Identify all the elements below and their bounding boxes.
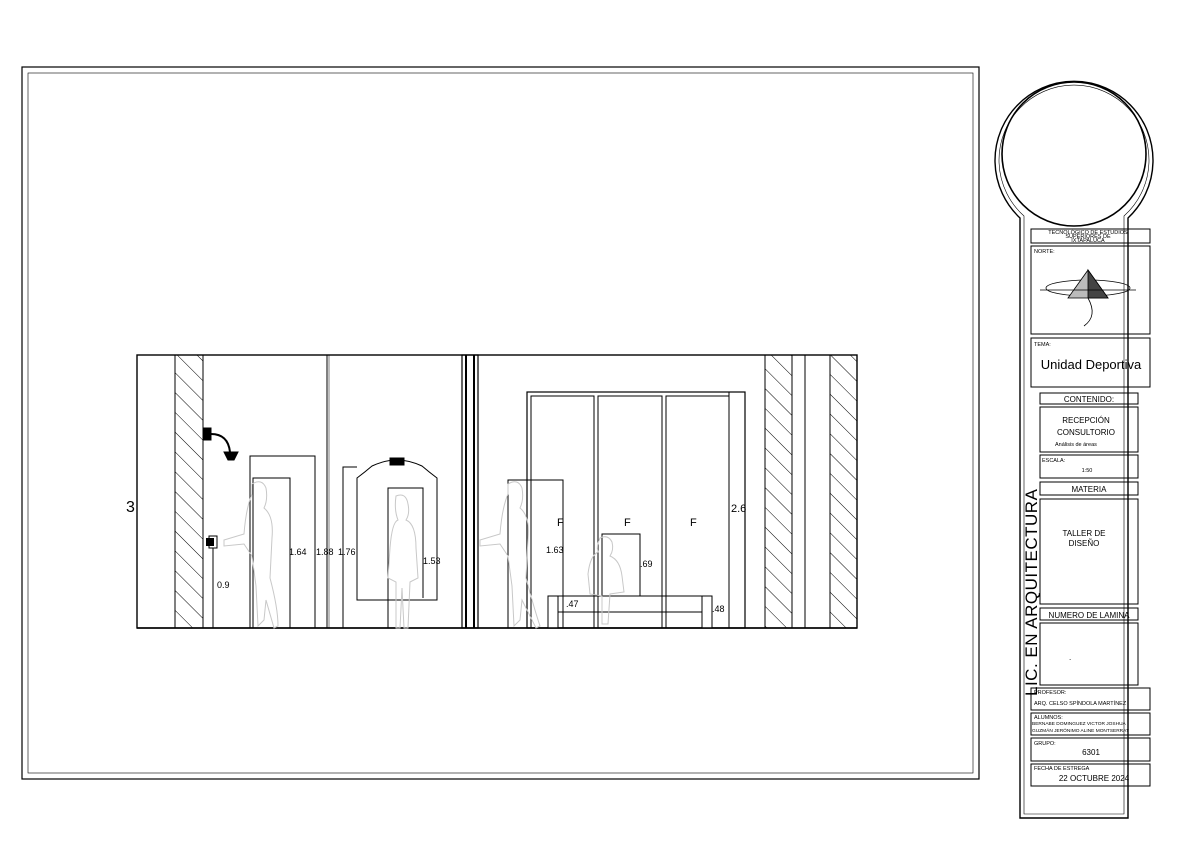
profesor-box — [1030, 687, 1151, 711]
section-mark: 3 — [126, 499, 135, 516]
fecha-box — [1030, 763, 1151, 787]
human-figures — [223, 481, 625, 629]
institution-line-1: TECNOLÓGICO DE ESTUDIOS — [1048, 229, 1128, 236]
sheet-inner-border — [27, 72, 974, 774]
lamina-value: . — [1069, 653, 1071, 662]
figure-seated — [587, 536, 625, 625]
contenido-line-2: CONSULTORIO — [1057, 428, 1115, 437]
title-block-outline — [994, 80, 1154, 819]
cabinet-outer — [526, 391, 746, 629]
materia-label-box — [1039, 481, 1139, 496]
door-frame-1-inner — [252, 477, 291, 628]
logo-circle — [1001, 81, 1147, 227]
grupo-label: GRUPO: — [1034, 741, 1056, 747]
shower-icon — [202, 427, 239, 461]
panel-tag: F — [557, 517, 564, 529]
dim-label: .69 — [640, 559, 653, 569]
section-elevation — [136, 354, 858, 629]
profesor-label: PROFESOR: — [1034, 690, 1067, 696]
fecha-value: 22 OCTUBRE 2024 — [1059, 774, 1130, 783]
institution-line-3: IXTAPALUCA — [1071, 238, 1105, 244]
sink-fixture-icon — [206, 538, 214, 546]
tema-value: Unidad Deportiva — [1041, 357, 1142, 372]
escala-box — [1039, 454, 1139, 479]
tema-box — [1030, 337, 1151, 388]
mirror-frame — [356, 459, 438, 601]
contenido-sub: Análisis de áreas — [1055, 442, 1097, 448]
dim-label: .48 — [712, 604, 725, 614]
escala-value: 1:50 — [1082, 468, 1093, 474]
dim-label: 1.64 — [289, 547, 307, 557]
wall-hatch-right-1 — [764, 354, 793, 629]
door-frame-1 — [249, 455, 316, 628]
institution-line-2: SUPERIORES DE — [1065, 234, 1111, 240]
alumnos-line-1: BERNABE DOMINGUEZ VICTOR JOSHUA — [1032, 721, 1127, 727]
escala-label: ESCALA: — [1042, 458, 1066, 464]
north-label: NORTE: — [1034, 249, 1055, 255]
title-block-outline-inner — [998, 84, 1150, 815]
panel-tag: F — [690, 517, 697, 529]
contenido-line-1: RECEPCIÓN — [1062, 416, 1110, 425]
column-double — [461, 354, 479, 629]
cabinet-panel-2 — [597, 395, 663, 629]
figure-man-left — [223, 481, 279, 629]
dim-label: 2.6 — [731, 503, 746, 515]
contenido-label: CONTENIDO: — [1064, 395, 1114, 404]
north-box — [1030, 245, 1151, 335]
dim-label: .47 — [566, 599, 579, 609]
lamina-box — [1039, 622, 1139, 686]
grupo-box — [1030, 737, 1151, 762]
bench-leg-right — [701, 595, 713, 629]
institution-box — [1030, 228, 1151, 244]
wall-hatch-left — [174, 354, 204, 629]
tema-label: TEMA: — [1034, 342, 1051, 348]
chair-back-frame — [601, 533, 641, 596]
wall-hatch-right-2 — [829, 354, 858, 629]
fecha-label: FECHA DE ESTREGA — [1034, 766, 1090, 772]
profesor-value: ARQ. CELSO SPÍNDOLA MARTÍNEZ — [1034, 700, 1127, 707]
door-frame-2 — [342, 466, 357, 628]
section-frame — [136, 354, 858, 629]
alumnos-box — [1030, 712, 1151, 736]
dim-label: 1.63 — [546, 545, 564, 555]
grupo-value: 6301 — [1082, 748, 1100, 757]
alumnos-label: ALUMNOS: — [1034, 715, 1063, 721]
lamina-label: NUMERO DE LAMINA — [1049, 611, 1131, 620]
north-arrow-icon — [1040, 268, 1136, 327]
figure-woman — [387, 494, 419, 629]
door-frame-4 — [507, 479, 564, 628]
door-frame-3 — [387, 487, 424, 628]
materia-line-2: DISEÑO — [1069, 539, 1100, 548]
dim-label: 0.9 — [217, 580, 230, 590]
title-block — [994, 80, 1154, 819]
sheet-outer-border — [21, 66, 980, 780]
cabinet-panel-3 — [665, 395, 730, 629]
materia-box — [1039, 498, 1139, 605]
lamp-icon — [389, 457, 405, 466]
career-vertical-label: LIC. EN ARQUITECTURA — [1022, 488, 1041, 696]
contenido-box — [1039, 406, 1139, 453]
dim-label: 1.53 — [423, 556, 441, 566]
dim-label: 1.76 — [338, 547, 356, 557]
alumnos-line-2: GUZMÁN JERÓNIMO ALINE MONTSERRAT — [1032, 727, 1129, 734]
lamina-label-box — [1039, 607, 1139, 621]
figure-man-middle — [479, 481, 541, 629]
dim-label: 1.88 — [316, 547, 334, 557]
materia-line-1: TALLER DE — [1063, 529, 1106, 538]
materia-label: MATERIA — [1072, 485, 1108, 494]
contenido-label-box — [1039, 392, 1139, 405]
bench-leg-left — [547, 595, 559, 629]
panel-tag: F — [624, 517, 631, 529]
